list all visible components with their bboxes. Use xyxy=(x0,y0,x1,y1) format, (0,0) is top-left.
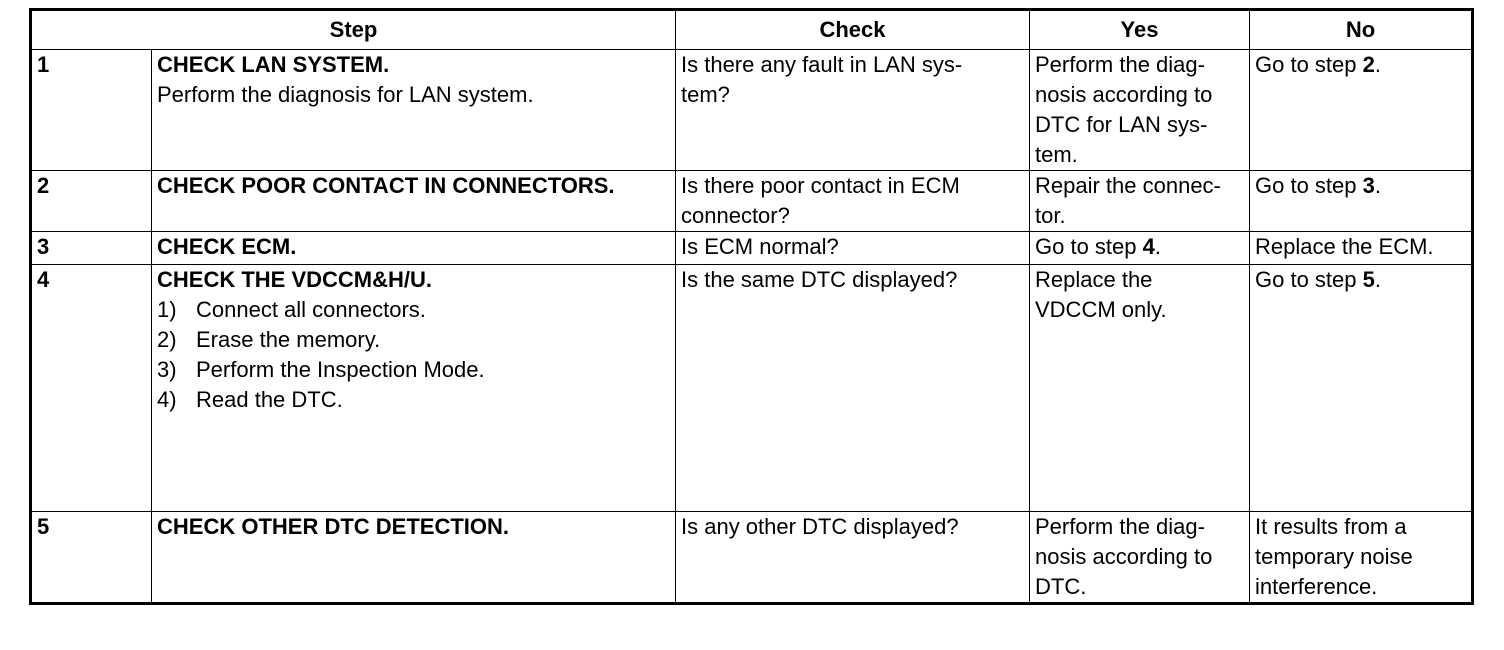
check-text: connector? xyxy=(681,203,790,228)
no-text: It results from a xyxy=(1255,514,1407,539)
table-row: 3 CHECK ECM. Is ECM normal? Go to step 4… xyxy=(30,231,1473,265)
yes-text-suffix: . xyxy=(1154,234,1161,259)
no-text: Go to step xyxy=(1255,267,1363,292)
yes-text: DTC for LAN sys- xyxy=(1035,112,1208,137)
substep-item: 2) Erase the memory. xyxy=(157,325,671,355)
step-number: 3 xyxy=(30,231,152,265)
yes-text: Go to step xyxy=(1035,234,1143,259)
check-text: Is the same DTC displayed? xyxy=(681,267,958,292)
substep-item: 1) Connect all connectors. xyxy=(157,295,671,325)
no-text: Go to step xyxy=(1255,173,1363,198)
no-text: Replace the ECM. xyxy=(1255,234,1434,259)
step-cell: CHECK OTHER DTC DETECTION. xyxy=(151,511,676,604)
step-cell: CHECK LAN SYSTEM. Perform the diagnosis … xyxy=(151,49,676,171)
diagnostic-table: Step Check Yes No 1 CHECK LAN SYSTEM. Pe… xyxy=(29,8,1474,605)
no-cell: Go to step 5. xyxy=(1249,264,1473,512)
check-cell: Is there any fault in LAN sys- tem? xyxy=(675,49,1030,171)
check-text: Is ECM normal? xyxy=(681,234,839,259)
no-text-suffix: . xyxy=(1374,267,1381,292)
no-cell: It results from a temporary noise interf… xyxy=(1249,511,1473,604)
yes-text: Repair the connec- xyxy=(1035,173,1221,198)
check-text: Is any other DTC displayed? xyxy=(681,514,959,539)
no-text: interference. xyxy=(1255,574,1378,599)
check-text: Is there any fault in LAN sys- xyxy=(681,52,963,77)
substep-list: 1) Connect all connectors. 2) Erase the me… xyxy=(157,295,671,415)
yes-text: VDCCM only. xyxy=(1035,297,1167,322)
check-cell: Is any other DTC displayed? xyxy=(675,511,1030,604)
yes-text: Replace the xyxy=(1035,267,1153,292)
no-text-suffix: . xyxy=(1374,173,1381,198)
yes-cell: Go to step 4. xyxy=(1029,231,1250,265)
table-row: 5 CHECK OTHER DTC DETECTION. Is any othe… xyxy=(30,511,1473,604)
step-description: Perform the diagnosis for LAN system. xyxy=(157,82,534,107)
yes-cell: Repair the connec- tor. xyxy=(1029,170,1250,232)
table-row: 2 CHECK POOR CONTACT IN CONNECTORS. Is t… xyxy=(30,170,1473,232)
step-cell: CHECK ECM. xyxy=(151,231,676,265)
header-row: Step Check Yes No xyxy=(30,9,1473,50)
no-text: temporary noise xyxy=(1255,544,1413,569)
no-cell: Replace the ECM. xyxy=(1249,231,1473,265)
step-reference: 3 xyxy=(1362,173,1375,198)
step-title: CHECK LAN SYSTEM. xyxy=(157,52,390,77)
yes-text: tor. xyxy=(1035,203,1066,228)
no-text: Go to step xyxy=(1255,52,1363,77)
yes-cell: Replace the VDCCM only. xyxy=(1029,264,1250,512)
yes-cell: Perform the diag- nosis according to DTC… xyxy=(1029,49,1250,171)
step-cell: CHECK THE VDCCM&H/U. 1) Connect all conne… xyxy=(151,264,676,512)
no-cell: Go to step 3. xyxy=(1249,170,1473,232)
yes-cell: Perform the diag- nosis according to DTC… xyxy=(1029,511,1250,604)
yes-text: Perform the diag- xyxy=(1035,514,1205,539)
header-step: Step xyxy=(30,9,676,50)
step-number: 5 xyxy=(30,511,152,604)
check-text: Is there poor contact in ECM xyxy=(681,173,960,198)
substep-text: Erase the memory. xyxy=(196,327,381,352)
substep-number: 4) xyxy=(157,387,177,412)
substep-number: 1) xyxy=(157,297,177,322)
no-cell: Go to step 2. xyxy=(1249,49,1473,171)
substep-text: Read the DTC. xyxy=(196,387,343,412)
substep-number: 2) xyxy=(157,327,177,352)
step-cell: CHECK POOR CONTACT IN CONNECTORS. xyxy=(151,170,676,232)
step-number: 4 xyxy=(30,264,152,512)
step-title: CHECK ECM. xyxy=(157,234,297,259)
step-number: 2 xyxy=(30,170,152,232)
check-cell: Is ECM normal? xyxy=(675,231,1030,265)
step-reference: 4 xyxy=(1142,234,1155,259)
header-no: No xyxy=(1249,9,1473,50)
substep-item: 4) Read the DTC. xyxy=(157,385,671,415)
check-cell: Is there poor contact in ECM connector? xyxy=(675,170,1030,232)
header-check: Check xyxy=(675,9,1030,50)
yes-text: tem. xyxy=(1035,142,1078,167)
substep-number: 3) xyxy=(157,357,177,382)
step-title: CHECK THE VDCCM&H/U. xyxy=(157,267,432,292)
header-yes: Yes xyxy=(1029,9,1250,50)
substep-text: Connect all connectors. xyxy=(196,297,426,322)
step-reference: 2 xyxy=(1362,52,1375,77)
step-title: CHECK OTHER DTC DETECTION. xyxy=(157,514,509,539)
substep-item: 3) Perform the Inspection Mode. xyxy=(157,355,671,385)
no-text-suffix: . xyxy=(1374,52,1381,77)
check-text: tem? xyxy=(681,82,730,107)
yes-text: Perform the diag- xyxy=(1035,52,1205,77)
table-row: 4 CHECK THE VDCCM&H/U. 1) Connect all con… xyxy=(30,264,1473,512)
table-row: 1 CHECK LAN SYSTEM. Perform the diagnosi… xyxy=(30,49,1473,171)
step-title: CHECK POOR CONTACT IN CONNECTORS. xyxy=(157,173,615,198)
step-number: 1 xyxy=(30,49,152,171)
yes-text: nosis according to xyxy=(1035,82,1213,107)
check-cell: Is the same DTC displayed? xyxy=(675,264,1030,512)
substep-text: Perform the Inspection Mode. xyxy=(196,357,485,382)
yes-text: nosis according to xyxy=(1035,544,1213,569)
step-reference: 5 xyxy=(1362,267,1375,292)
yes-text: DTC. xyxy=(1035,574,1087,599)
